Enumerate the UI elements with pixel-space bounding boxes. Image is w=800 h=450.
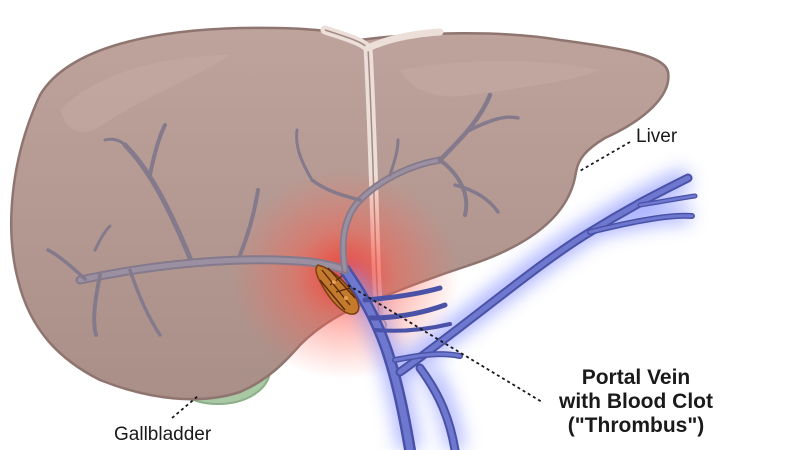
portal-vein-label-line-2: with Blood Clot <box>559 390 713 413</box>
hepatic-vessels <box>46 92 520 337</box>
portal-vein-label-line-1: Portal Vein <box>581 366 691 389</box>
portal-vein-label: Portal Vein with Blood Clot ("Thrombus") <box>520 366 752 438</box>
portal-vein <box>339 173 698 450</box>
liver-leader-line <box>577 141 631 173</box>
portal-vein-label-line-3: ("Thrombus") <box>567 414 705 437</box>
blood-clot <box>315 264 360 315</box>
gallbladder-label: Gallbladder <box>114 424 212 445</box>
portal-vein-leader-line <box>347 284 543 403</box>
liver-label: Liver <box>636 126 678 147</box>
